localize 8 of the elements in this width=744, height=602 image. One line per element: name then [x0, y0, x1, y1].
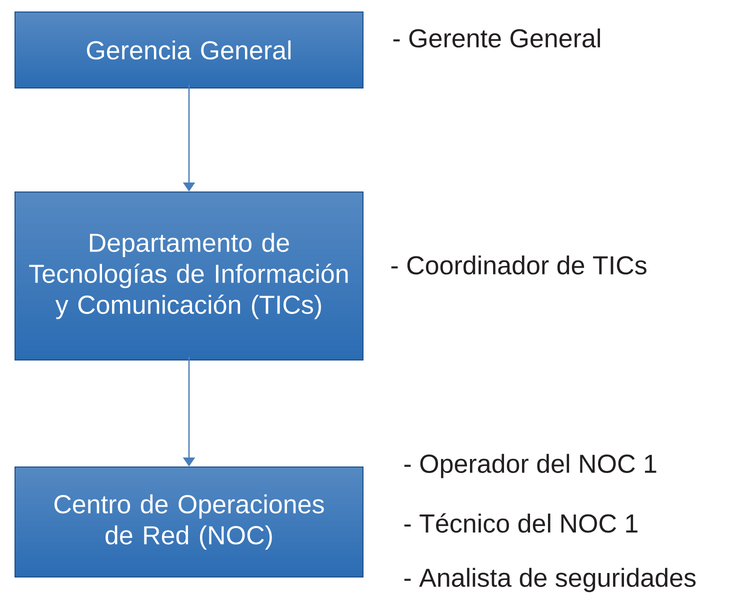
process-box: Centro de Operaciones de Red (NOC): [14, 466, 364, 578]
role-text: - Operador del NOC 1: [404, 454, 656, 478]
role-text: - Gerente General: [393, 28, 600, 48]
process-box: Gerencia General: [14, 12, 364, 88]
role-text: - Coordinador de TICs: [391, 255, 646, 275]
process-box: Departamento de Tecnologías de Información y Comunicación (TICs): [14, 192, 364, 360]
role-text: - Analista de seguridades: [404, 568, 696, 592]
role-text: - Técnico del NOC 1: [404, 513, 638, 533]
